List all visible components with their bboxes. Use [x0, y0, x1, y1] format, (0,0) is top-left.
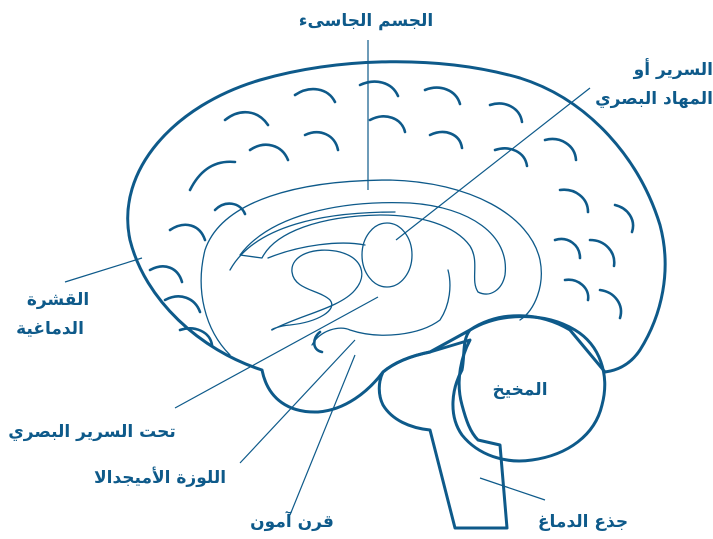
label-brainstem: جذع الدماغ — [538, 512, 628, 532]
label-thalamus-line1: السرير أو — [633, 58, 713, 80]
label-cerebellum: المخيخ — [492, 380, 547, 400]
cerebrum-outline — [128, 62, 665, 412]
label-cortex-line1: القشرة — [27, 290, 89, 310]
limbic-region-outline — [201, 180, 541, 355]
corpus-callosum-band — [240, 203, 505, 294]
label-hypothalamus: تحت السرير البصري — [8, 422, 176, 442]
hippocampus-outline — [312, 270, 450, 345]
label-corpus-callosum: الجسم الجاسىء — [299, 11, 433, 31]
label-hippocampus: قرن آمون — [250, 510, 334, 532]
cortex-folds — [150, 82, 633, 345]
brainstem-outline — [379, 340, 507, 528]
corpus-callosum-inner-curve — [230, 212, 395, 270]
label-amygdala: اللوزة الأميجدالا — [94, 467, 226, 488]
label-thalamus-line2: المهاد البصري — [595, 89, 713, 109]
fornix-outline — [272, 250, 362, 330]
label-cortex-line2: الدماغية — [16, 319, 84, 339]
